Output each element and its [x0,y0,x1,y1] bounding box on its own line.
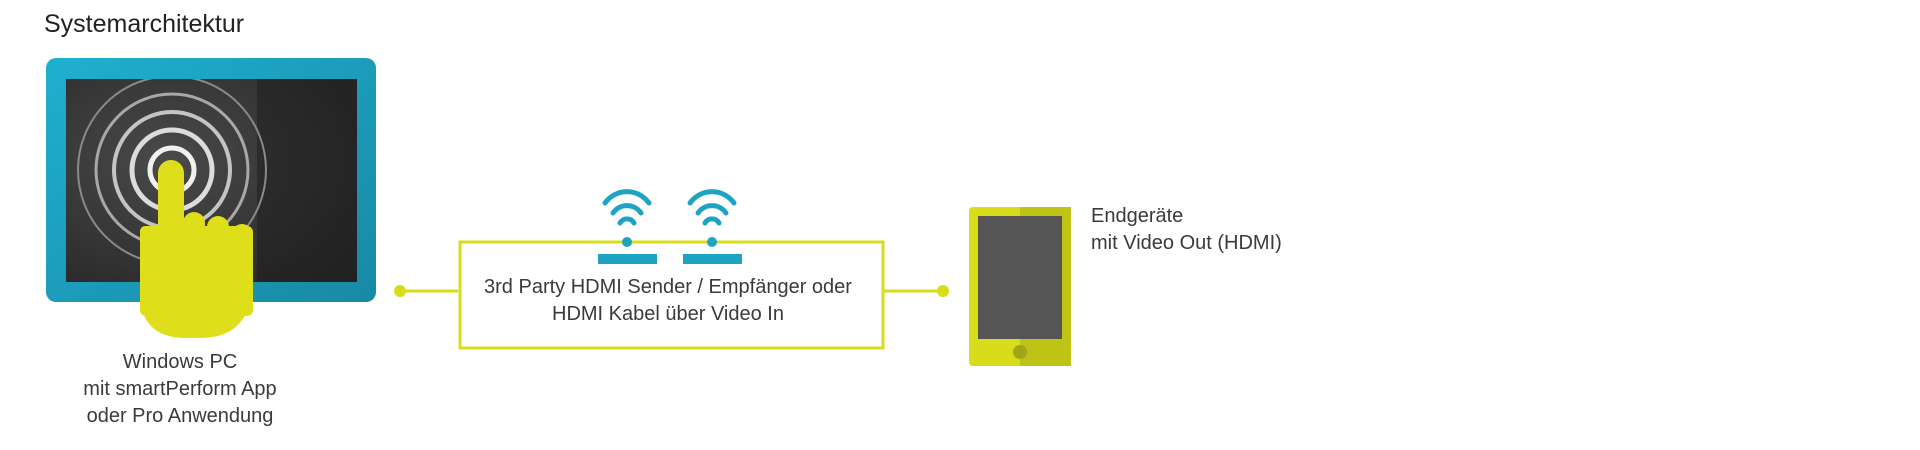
connection-label: 3rd Party HDMI Sender / Empfänger oder H… [456,274,880,328]
tablet-screen [978,216,1062,339]
pointing-hand-icon [140,160,253,338]
connection-label-line: 3rd Party HDMI Sender / Empfänger oder [484,276,852,298]
pc-label-line: oder Pro Anwendung [86,405,274,427]
device-label-line: mit Video Out (HDMI) [1091,232,1282,254]
device-label-line: Endgeräte [1091,205,1184,227]
tablet-home-button [1013,345,1027,359]
connection-label-line: HDMI Kabel über Video In [552,303,784,325]
connector-dot [394,285,406,297]
tablet-icon [969,207,1071,366]
diagram-title: Systemarchitektur [44,10,245,38]
device-label: Endgeräte mit Video Out (HDMI) [1091,203,1282,257]
hdmi-connection-box [458,240,885,350]
pc-label-line: mit smartPerform App [83,378,277,400]
connector-dot [937,285,949,297]
pc-label-line: Windows PC [122,351,238,373]
connector-right [883,285,949,297]
wifi-signal-icon [598,189,657,264]
connector-left [394,285,458,297]
wifi-signal-icon [683,189,742,264]
monitor-screen-shade [257,79,357,282]
touch-monitor-icon [46,58,376,338]
pc-label: Windows PC mit smartPerform App oder Pro… [40,349,320,430]
